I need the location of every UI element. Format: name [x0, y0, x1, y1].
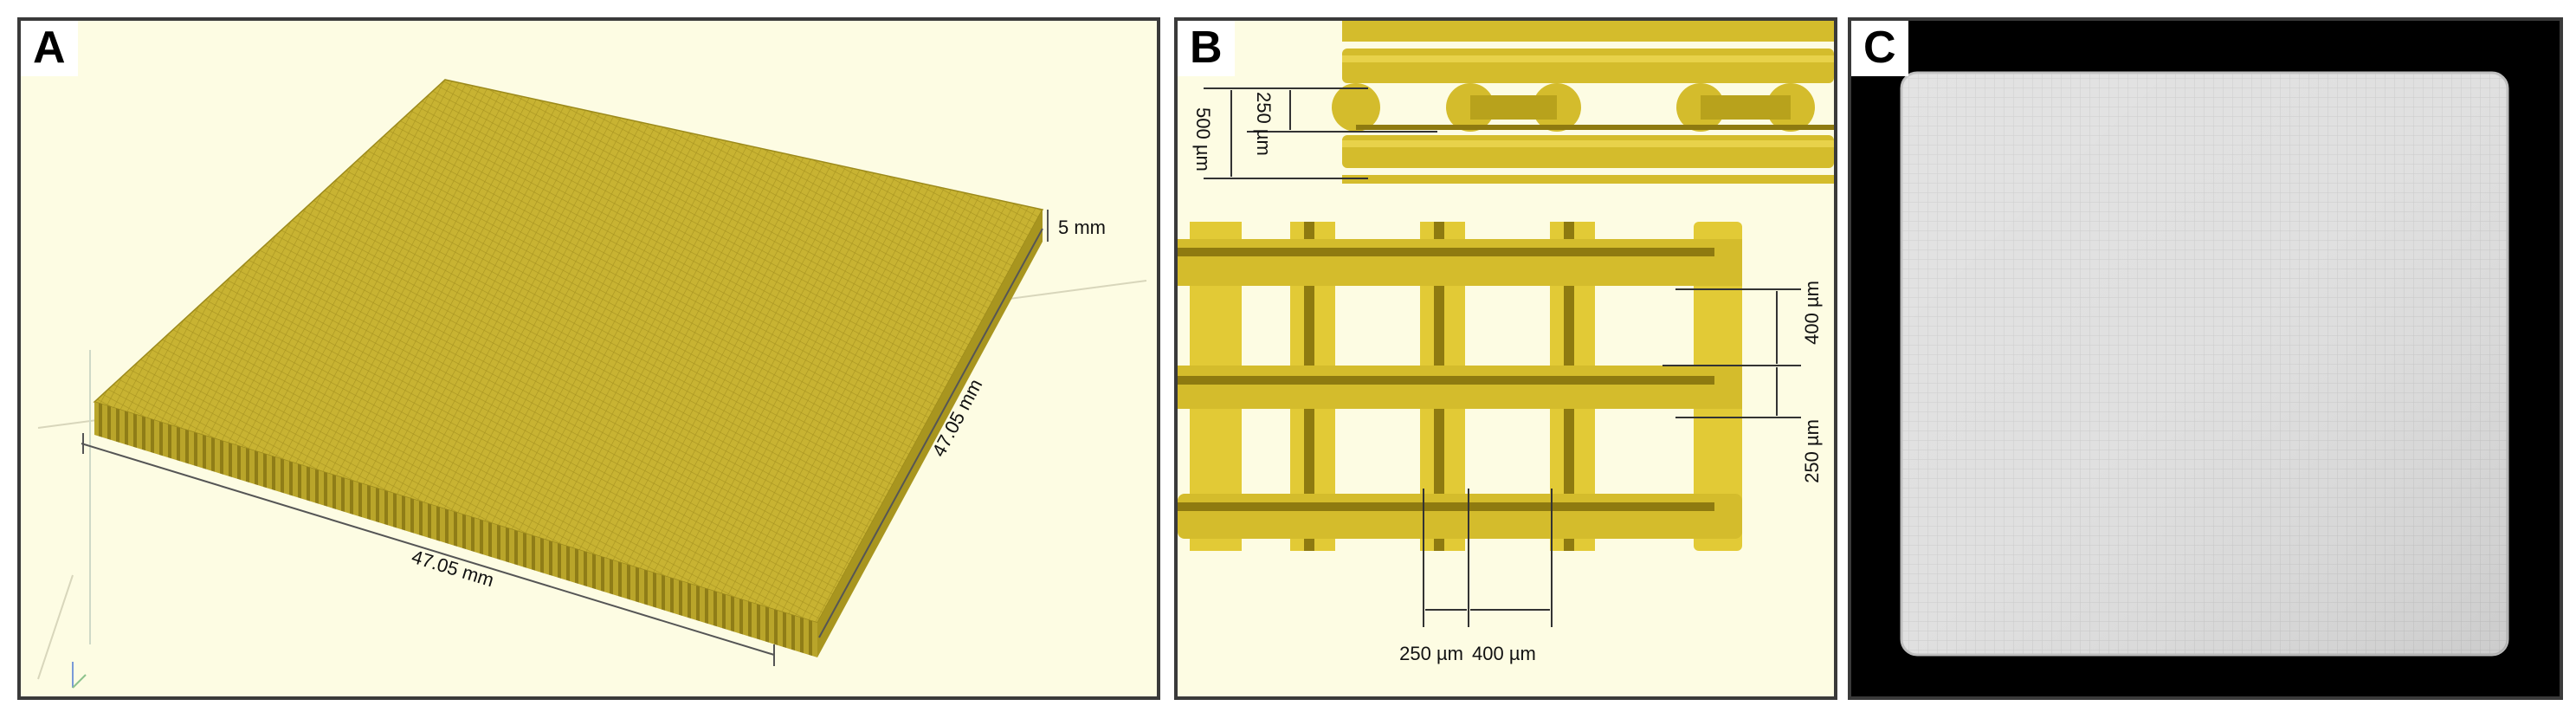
gap-horizontal-label: 400 µm: [1472, 643, 1536, 664]
scaffold-sheen: [1901, 73, 2508, 655]
dimension-line-depth: [818, 228, 1043, 638]
side-view: [1332, 21, 1834, 184]
scaffold-top-face: [93, 79, 1044, 624]
panel-label-a: A: [21, 21, 78, 76]
dimension-height-label: 5 mm: [1058, 217, 1106, 238]
plan-view-grid: [1178, 222, 1749, 584]
scaffold-side-front: [94, 402, 817, 657]
axis-line: [72, 674, 87, 689]
side-total-label: 500 µm: [1192, 107, 1214, 172]
strut-vertical-label: 400 µm: [1801, 281, 1823, 345]
side-layer-label: 250 µm: [1253, 92, 1275, 156]
axis-line: [37, 574, 74, 680]
scaffold-3d-render: 47.05 mm 47.05 mm 5 mm: [37, 79, 1147, 689]
strand-vertical-label: 250 µm: [1801, 419, 1823, 483]
panel-b-strand-detail: 500 µm 250 µm 400 µm 25: [1174, 17, 1837, 700]
strand-geometry-diagram: 500 µm 250 µm 400 µm 25: [1178, 21, 1834, 664]
panel-a-3d-model: 47.05 mm 47.05 mm 5 mm A: [17, 17, 1160, 700]
panel-label-b: B: [1178, 21, 1235, 76]
panel-c-photo: C: [1848, 17, 2563, 700]
printed-scaffold-photo: [1900, 71, 2509, 657]
panel-label-c: C: [1851, 21, 1908, 76]
dimension-line-width: [81, 443, 775, 656]
strand-horizontal-label: 250 µm: [1399, 643, 1463, 664]
